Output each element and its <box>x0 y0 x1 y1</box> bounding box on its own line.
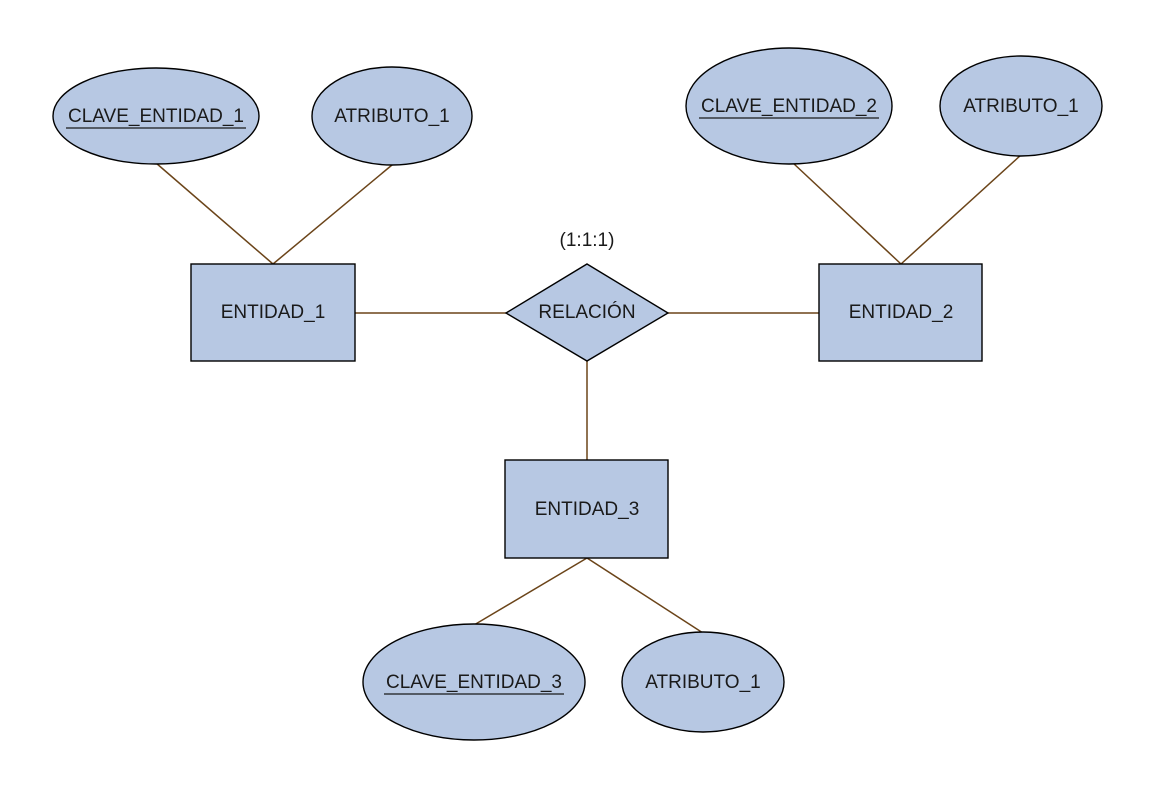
entity-1-box[interactable] <box>190 263 356 362</box>
key-attribute-e2[interactable] <box>685 47 893 165</box>
connector-e1-attribute <box>272 164 393 265</box>
relationship-label: RELACIÓN <box>538 301 635 323</box>
attribute-e3-label: ATRIBUTO_1 <box>645 672 760 693</box>
connector-e1-key <box>155 162 274 265</box>
cardinality-label: (1:1:1) <box>560 230 615 251</box>
entity-3-group: ENTIDAD_3 CLAVE_ENTIDAD_3 ATRIBUTO_1 <box>362 459 785 741</box>
attribute-e2[interactable] <box>939 55 1103 157</box>
relationship-diamond[interactable] <box>504 263 670 362</box>
connector-e3-key <box>473 557 588 626</box>
connector-e2-attribute <box>900 154 1022 265</box>
relationship-group: (1:1:1) RELACIÓN <box>504 230 670 362</box>
entity-2-box[interactable] <box>818 263 983 362</box>
attribute-e2-label: ATRIBUTO_1 <box>963 96 1078 117</box>
key-attribute-e2-label: CLAVE_ENTIDAD_2 <box>701 96 877 117</box>
entity-3-box[interactable] <box>504 459 669 559</box>
entity-2-group: CLAVE_ENTIDAD_2 ATRIBUTO_1 ENTIDAD_2 <box>685 47 1103 362</box>
attribute-e1-label: ATRIBUTO_1 <box>334 106 449 127</box>
connector-e2-key <box>792 162 902 265</box>
attribute-e3[interactable] <box>621 631 785 733</box>
key-attribute-e3-label: CLAVE_ENTIDAD_3 <box>386 672 562 693</box>
connectors <box>155 154 1022 634</box>
key-attribute-e1[interactable] <box>52 67 260 165</box>
connector-e3-attribute <box>586 557 704 634</box>
entity-1-label: ENTIDAD_1 <box>221 302 326 323</box>
key-attribute-e1-label: CLAVE_ENTIDAD_1 <box>68 106 244 127</box>
attribute-e1[interactable] <box>311 66 473 166</box>
entity-1-group: CLAVE_ENTIDAD_1 ATRIBUTO_1 ENTIDAD_1 <box>52 66 473 362</box>
key-attribute-e3[interactable] <box>362 623 586 741</box>
entity-3-label: ENTIDAD_3 <box>535 499 640 520</box>
entity-2-label: ENTIDAD_2 <box>849 302 954 323</box>
